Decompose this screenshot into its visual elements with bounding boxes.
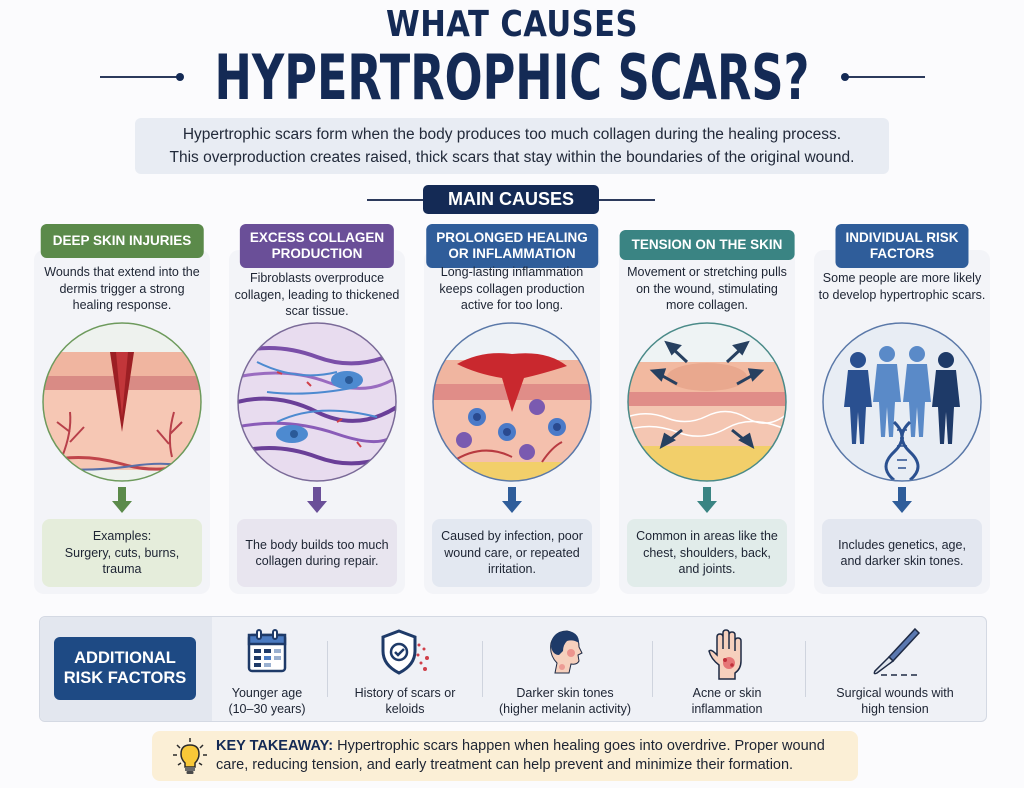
card-footer: Common in areas like the chest, shoulder… xyxy=(627,519,787,587)
face-profile-icon xyxy=(550,630,583,674)
risk-item-history-of-scars: History of scars or keloids xyxy=(335,617,475,721)
cause-card-deep-skin-injuries: DEEP SKIN INJURIES Wounds that extend in… xyxy=(34,222,210,594)
divider xyxy=(367,199,423,201)
title-line-1: WHAT CAUSES xyxy=(386,4,638,45)
card-description: Some people are more likely to develop h… xyxy=(818,271,986,302)
arrow-down-icon xyxy=(112,487,132,513)
card-title: DEEP SKIN INJURIES xyxy=(40,224,204,258)
card-title: EXCESS COLLAGEN PRODUCTION xyxy=(239,224,395,268)
card-footer: Examples: Surgery, cuts, burns, trauma xyxy=(42,519,202,587)
main-causes-section-header: MAIN CAUSES xyxy=(0,185,1024,215)
divider xyxy=(599,199,655,201)
title-block: HYPERTROPHIC SCARS? xyxy=(0,41,1024,114)
card-footer: Caused by infection, poor wound care, or… xyxy=(432,519,592,587)
main-causes-cards: DEEP SKIN INJURIES Wounds that extend in… xyxy=(34,222,990,594)
cause-card-prolonged-healing: PROLONGED HEALING OR INFLAMMATION Long-l… xyxy=(424,222,600,594)
card-description: Movement or stretching pulls on the woun… xyxy=(627,265,787,312)
intro-box: Hypertrophic scars form when the body pr… xyxy=(135,118,889,174)
card-description: Fibroblasts overproduce collagen, leadin… xyxy=(234,271,400,318)
arrow-down-icon xyxy=(697,487,717,513)
divider xyxy=(805,641,806,697)
cause-card-individual-risk: INDIVIDUAL RISK FACTORS Some people are … xyxy=(814,222,990,594)
main-causes-label: MAIN CAUSES xyxy=(423,185,599,214)
card-title: TENSION ON THE SKIN xyxy=(619,230,795,260)
fibroblast-collagen-illustration xyxy=(237,322,397,482)
inflamed-hand-icon xyxy=(708,629,742,680)
card-title: PROLONGED HEALING OR INFLAMMATION xyxy=(426,224,598,268)
footer-line-2: Surgery, cuts, burns, trauma xyxy=(64,545,180,577)
shield-check-icon xyxy=(381,629,429,675)
card-description: Wounds that extend into the dermis trigg… xyxy=(44,265,200,312)
divider xyxy=(652,641,653,697)
divider xyxy=(327,641,328,697)
card-footer: Includes genetics, age, and darker skin … xyxy=(822,519,982,587)
divider xyxy=(482,641,483,697)
arrow-down-icon xyxy=(307,487,327,513)
key-takeaway-text: Hypertrophic scars happen when healing g… xyxy=(216,738,825,773)
page-title: HYPERTROPHIC SCARS? xyxy=(214,41,810,114)
intro-line-2: This overproduction creates raised, thic… xyxy=(169,149,855,166)
risk-item-darker-skin: Darker skin tones (higher melanin activi… xyxy=(480,617,650,721)
intro-line-1: Hypertrophic scars form when the body pr… xyxy=(182,126,842,143)
risk-item-surgical-wounds: Surgical wounds with high tension xyxy=(810,617,980,721)
title-rule-left xyxy=(100,73,184,81)
footer-line-1: Examples: xyxy=(92,529,152,544)
additional-risk-factors-title: ADDITIONAL RISK FACTORS xyxy=(54,637,196,700)
people-dna-illustration xyxy=(822,322,982,482)
additional-risk-factors-panel: ADDITIONAL RISK FACTORS Younger age (10–… xyxy=(39,616,987,722)
inflammation-illustration xyxy=(432,322,592,482)
card-description: Long-lasting inflammation keeps collagen… xyxy=(439,265,585,312)
title-rule-right xyxy=(841,73,925,81)
key-takeaway-label: KEY TAKEAWAY: xyxy=(216,738,334,754)
scalpel-icon xyxy=(873,627,921,676)
lightbulb-icon xyxy=(173,738,207,774)
arrow-down-icon xyxy=(502,487,522,513)
card-footer: The body builds too much collagen during… xyxy=(237,519,397,587)
calendar-icon xyxy=(247,629,287,673)
card-title: INDIVIDUAL RISK FACTORS xyxy=(835,224,969,268)
cause-card-tension-on-skin: TENSION ON THE SKIN Movement or stretchi… xyxy=(619,222,795,594)
stretched-skin-illustration xyxy=(627,322,787,482)
skin-wound-illustration xyxy=(42,322,202,482)
cause-card-excess-collagen: EXCESS COLLAGEN PRODUCTION Fibroblasts o… xyxy=(229,222,405,594)
key-takeaway-box: KEY TAKEAWAY: Hypertrophic scars happen … xyxy=(152,731,858,781)
risk-item-younger-age: Younger age (10–30 years) xyxy=(212,617,322,721)
arrow-down-icon xyxy=(892,487,912,513)
risk-item-acne: Acne or skin inflammation xyxy=(652,617,802,721)
